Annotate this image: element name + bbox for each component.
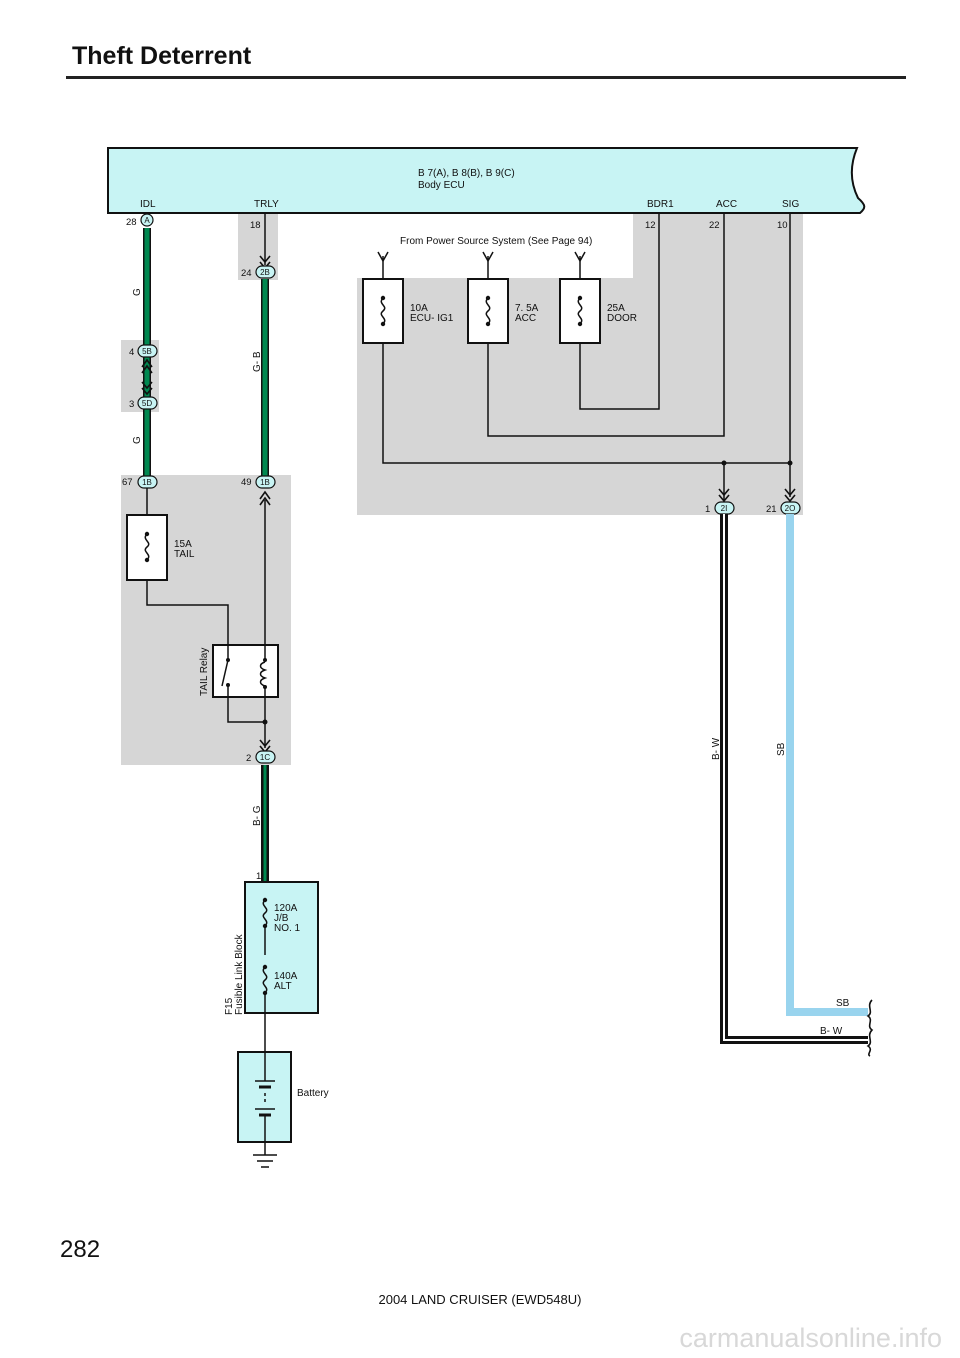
svg-text:2: 2 <box>246 753 251 764</box>
tail-relay: TAIL Relay <box>199 644 279 698</box>
relay-wiring <box>146 500 266 748</box>
svg-text:1: 1 <box>705 504 710 515</box>
wire-label-sb: SB <box>776 742 787 756</box>
page-title: Theft Deterrent <box>72 42 252 70</box>
svg-text:1B: 1B <box>260 478 270 487</box>
wire-label-g-upper: G <box>132 288 143 296</box>
relay-label: TAIL Relay <box>199 648 210 696</box>
watermark: carmanualsonline.info <box>679 1323 942 1353</box>
wire-label-g-b: G- B <box>252 351 263 372</box>
wire-end-label-b-w: B- W <box>820 1026 843 1037</box>
connector-2o: 2O 21 <box>766 488 801 515</box>
svg-text:1B: 1B <box>142 478 152 487</box>
svg-text:140A: 140A <box>274 971 298 982</box>
connector-1b-left: 1B 67 <box>122 475 158 489</box>
svg-text:DOOR: DOOR <box>607 313 637 324</box>
connector-1b-right: 1B 49 <box>241 475 276 506</box>
fuse-door: 25A DOOR <box>559 251 637 344</box>
connector-5d: 5D 3 <box>129 381 158 410</box>
fuse-acc: 7. 5A ACC <box>467 251 539 344</box>
ecu-name-line1: B 7(A), B 8(B), B 9(C) <box>418 168 515 179</box>
ecu-terminal-idl: IDL <box>140 199 156 210</box>
wire-end-label-sb: SB <box>836 998 850 1009</box>
svg-text:49: 49 <box>241 477 252 488</box>
svg-text:TAIL: TAIL <box>174 549 195 560</box>
svg-text:120A: 120A <box>274 903 298 914</box>
thin-wiring <box>382 213 791 500</box>
svg-text:24: 24 <box>241 268 252 279</box>
wire-sb <box>786 514 868 1016</box>
title-rule <box>66 76 906 79</box>
ecu-terminal-sig: SIG <box>782 199 799 210</box>
ecu-name-line2: Body ECU <box>418 180 465 191</box>
ecu-pin-idl: 28 <box>126 217 137 228</box>
junction-dot-sig <box>787 460 793 466</box>
battery: Battery <box>237 1051 329 1155</box>
svg-text:25A: 25A <box>607 303 625 314</box>
battery-label: Battery <box>297 1088 329 1099</box>
footer-text: 2004 LAND CRUISER (EWD548U) <box>378 1292 582 1307</box>
ecu-pin-sig: 10 <box>777 220 788 231</box>
connector-5b: 5B 4 <box>129 344 158 374</box>
svg-text:ALT: ALT <box>274 981 292 992</box>
svg-text:1: 1 <box>256 871 261 882</box>
svg-text:15A: 15A <box>174 539 192 550</box>
ecu-terminal-trly: TRLY <box>254 199 279 210</box>
fusible-link-block: 1 120A J/B NO. 1 140A ALT F15 Fusible Li… <box>224 871 319 1015</box>
svg-text:2I: 2I <box>721 504 728 513</box>
ecu-pin-acc: 22 <box>709 220 720 231</box>
svg-text:5D: 5D <box>142 399 152 408</box>
junction-dot-relay <box>262 719 268 725</box>
svg-text:5B: 5B <box>142 347 152 356</box>
connector-a: A <box>140 213 154 227</box>
body-ecu: B 7(A), B 8(B), B 9(C) Body ECU IDL TRLY… <box>107 147 866 231</box>
svg-text:67: 67 <box>122 477 133 488</box>
wire-label-b-w: B- W <box>711 737 722 760</box>
ground-symbol <box>253 1154 277 1168</box>
wire-b-w <box>720 514 868 1044</box>
connector-1c: 1C 2 <box>246 739 276 764</box>
ecu-pin-trly: 18 <box>250 220 261 231</box>
fusible-link-name: Fusible Link Block <box>234 933 245 1015</box>
wire-label-g-lower: G <box>132 436 143 444</box>
fusible-link-code: F15 <box>224 997 235 1015</box>
svg-text:10A: 10A <box>410 303 428 314</box>
svg-text:3: 3 <box>129 399 134 410</box>
svg-text:ACC: ACC <box>515 313 536 324</box>
wire-label-b-g: B- G <box>252 805 263 826</box>
svg-text:A: A <box>144 216 150 225</box>
svg-text:21: 21 <box>766 504 777 515</box>
connector-2b: 2B 24 <box>241 255 276 279</box>
wire-break-marks <box>866 999 874 1057</box>
page-number: 282 <box>60 1236 101 1263</box>
fuse-tail: 15A TAIL <box>126 514 195 581</box>
svg-text:ECU- IG1: ECU- IG1 <box>410 313 454 324</box>
svg-text:4: 4 <box>129 347 134 358</box>
ecu-terminal-bdr1: BDR1 <box>647 199 674 210</box>
svg-text:J/B: J/B <box>274 913 289 924</box>
power-source-note: From Power Source System (See Page 94) <box>400 236 592 247</box>
svg-text:7. 5A: 7. 5A <box>515 303 539 314</box>
svg-text:2O: 2O <box>785 504 796 513</box>
ecu-pin-bdr1: 12 <box>645 220 656 231</box>
junction-dot-acc <box>721 460 727 466</box>
svg-text:1C: 1C <box>260 753 270 762</box>
svg-text:2B: 2B <box>260 268 270 277</box>
ecu-terminal-acc: ACC <box>716 199 737 210</box>
svg-text:NO. 1: NO. 1 <box>274 923 301 934</box>
